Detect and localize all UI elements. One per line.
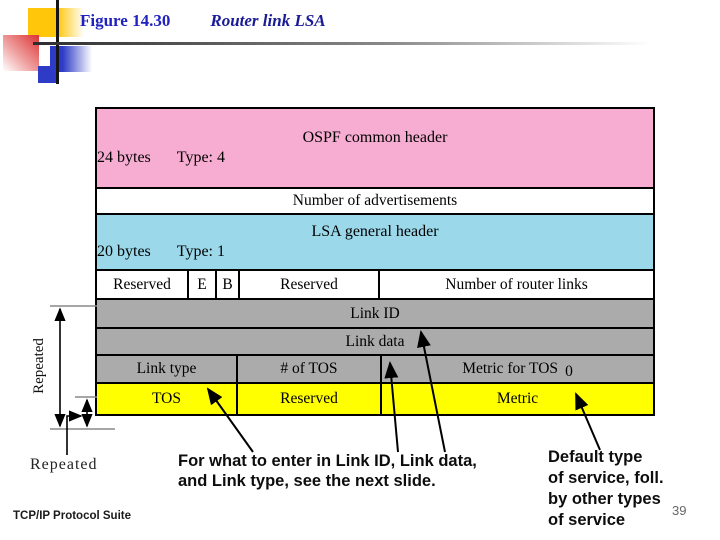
footer-book-title: TCP/IP Protocol Suite [13, 510, 131, 522]
slide-title: Figure 14.30 Router link LSA [80, 11, 326, 31]
packet-diagram: OSPF common header 24 bytes Type: 4 Numb… [95, 107, 655, 416]
lsa-header-line1: LSA general header [311, 223, 439, 240]
num-tos-cell: # of TOS [238, 356, 382, 382]
ospf-header-line2: 24 bytes Type: 4 [97, 148, 653, 168]
default-service-note-line3: by other types [548, 490, 661, 508]
metric-tos0-cell: Metric for TOS 0 [382, 356, 653, 382]
lsa-bytes: 20 bytes [97, 243, 151, 260]
lsa-type: Type: 1 [176, 243, 225, 260]
link-data-cell: Link data [345, 332, 405, 350]
tos-reserved-cell: Reserved [238, 384, 382, 414]
link-fields-note-line2: and Link type, see the next slide. [178, 472, 436, 490]
figure-title: Router link LSA [210, 11, 326, 30]
ospf-bytes: 24 bytes [97, 149, 151, 166]
row-link-type: Link type # of TOS Metric for TOS 0 [97, 356, 653, 384]
default-service-note-line4: of service [548, 511, 626, 529]
decor-horizontal-rule [33, 42, 683, 45]
default-service-note-line1: Default type [548, 448, 643, 466]
link-fields-note: For what to enter in Link ID, Link data,… [178, 451, 477, 491]
b-flag-cell: B [217, 271, 240, 298]
e-flag-cell: E [189, 271, 217, 298]
row-link-data: Link data [97, 329, 653, 356]
row-flags: Reserved E B Reserved Number of router l… [97, 271, 653, 300]
reserved1-cell: Reserved [97, 271, 189, 298]
row-num-advertisements: Number of advertisements [97, 189, 653, 215]
link-fields-note-line1: For what to enter in Link ID, Link data, [178, 452, 477, 470]
ospf-type: Type: 4 [176, 149, 225, 166]
decor-blue-square [38, 66, 59, 83]
num-advertisements-cell: Number of advertisements [292, 192, 458, 209]
metric-tos0-label: Metric for TOS [462, 360, 559, 377]
tos-cell: TOS [97, 384, 238, 414]
link-id-cell: Link ID [350, 304, 400, 322]
repeated-side-label: Repeated [31, 338, 47, 394]
row-link-id: Link ID [97, 300, 653, 329]
figure-label: Figure 14.30 [80, 11, 171, 30]
metric-tos0-zero: 0 [565, 363, 573, 380]
lsa-header-line2: 20 bytes Type: 1 [97, 242, 653, 262]
num-router-links-cell: Number of router links [445, 275, 588, 293]
default-service-note-line2: of service, foll. [548, 469, 664, 487]
row-lsa-general-header: LSA general header 20 bytes Type: 1 [97, 215, 653, 271]
page-number: 39 [672, 503, 687, 518]
row-tos: TOS Reserved Metric [97, 384, 653, 414]
default-service-note: Default type of service, foll. by other … [548, 447, 664, 531]
repeated-elbow-arrow [66, 410, 83, 455]
reserved2-cell: Reserved [240, 271, 380, 298]
link-type-cell: Link type [97, 356, 238, 382]
ospf-header-line1: OSPF common header [302, 129, 448, 146]
tos-metric-cell: Metric [496, 390, 539, 407]
decor-red-square [3, 35, 39, 71]
repeated-bottom-label: Repeated [30, 456, 98, 473]
row-ospf-common-header: OSPF common header 24 bytes Type: 4 [97, 109, 653, 189]
